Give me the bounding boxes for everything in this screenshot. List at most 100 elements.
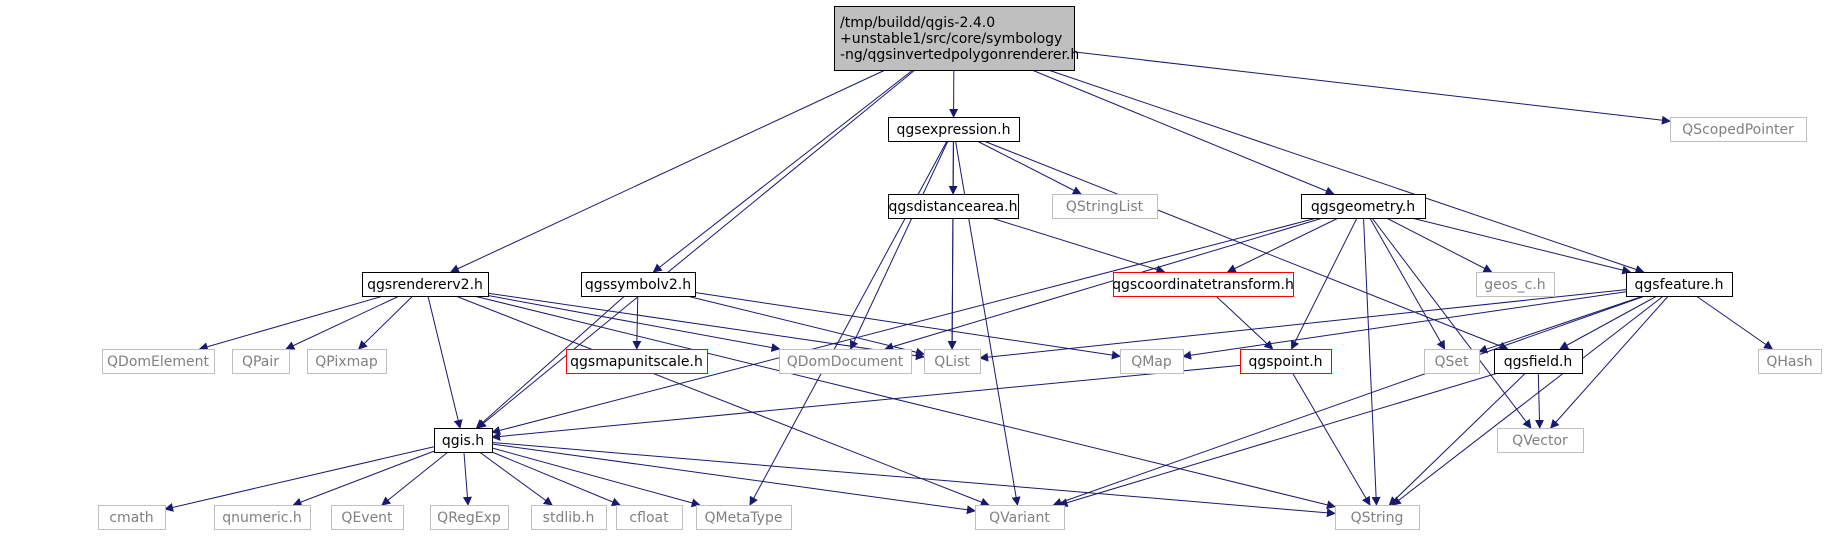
edge-qgsexpression-to-qgsfield <box>983 140 1509 351</box>
node-qgscoordinatetransform[interactable]: qgscoordinatetransform.h <box>1112 272 1294 297</box>
node-qgis[interactable]: qgis.h <box>434 428 493 453</box>
node-label: QPair <box>242 354 279 370</box>
edge-qgsfeature-to-qvector <box>1550 295 1669 429</box>
edge-qgsfeature-to-qstring <box>1391 295 1664 506</box>
edge-qgsfeature-to-qset <box>1478 295 1644 354</box>
node-label: QHash <box>1766 354 1812 370</box>
node-box <box>1494 349 1583 374</box>
edge-qgsgeometry-to-qdomdocument <box>884 217 1324 351</box>
node-label: qgsgeometry.h <box>1311 199 1415 215</box>
node-label: /tmp/buildd/qgis-2.4.0 <box>840 15 995 31</box>
edge-qgssymbolv2-to-qgis <box>475 295 625 429</box>
edge-qgssymbolv2-to-qmap <box>694 292 1121 360</box>
node-qgsmapunitscale[interactable]: qgsmapunitscale.h <box>566 349 708 374</box>
node-label: qgssymbolv2.h <box>585 277 691 293</box>
edge-qgsrendererv2-to-qstring <box>473 295 1336 510</box>
node-label: qgsfield.h <box>1504 354 1573 370</box>
node-qgsfeature[interactable]: qgsfeature.h <box>1626 272 1733 297</box>
node-box <box>1335 505 1420 530</box>
node-box <box>616 505 683 530</box>
node-label: QEvent <box>341 510 393 526</box>
edge-qgis-to-stdlib <box>479 451 553 506</box>
node-label: geos_c.h <box>1484 277 1545 293</box>
node-qgsrendererv2[interactable]: qgsrendererv2.h <box>362 272 489 297</box>
edge-qgis-to-qstring <box>491 441 1336 518</box>
node-cfloat: cfloat <box>616 505 683 530</box>
edge-qgsdistancearea-to-qgscoordinatetransform <box>991 217 1166 274</box>
node-box <box>331 505 404 530</box>
edge-qgis-to-cfloat <box>491 451 621 507</box>
node-box <box>98 505 166 530</box>
node-label: QString <box>1351 510 1404 526</box>
edge-qgsfield-to-qvariant <box>1058 372 1499 507</box>
node-box <box>975 505 1065 530</box>
node-label: qgsrendererv2.h <box>367 277 483 293</box>
node-label: qnumeric.h <box>222 510 302 526</box>
node-label: QVariant <box>989 510 1050 526</box>
node-box <box>1301 194 1426 219</box>
edge-qgsrendererv2-to-qpixmap <box>358 295 414 350</box>
node-qstringlist: QStringList <box>1052 194 1158 219</box>
edge-qgsgeometry-to-qgscoordinatetransform <box>1226 217 1339 273</box>
node-qnumeric: qnumeric.h <box>214 505 311 530</box>
node-label: QRegExp <box>437 510 501 526</box>
node-label: qgscoordinatetransform.h <box>1112 277 1294 293</box>
edge-qgsrendererv2-to-qgis <box>427 295 463 429</box>
node-box <box>1113 272 1294 297</box>
node-qdomelement: QDomElement <box>102 349 215 374</box>
edge-qgssymbolv2-to-qgsmapunitscale <box>632 295 642 350</box>
node-box <box>232 349 290 374</box>
node-qgssymbolv2[interactable]: qgssymbolv2.h <box>581 272 696 297</box>
node-root[interactable]: /tmp/buildd/qgis-2.4.0+unstable1/src/cor… <box>834 6 1080 71</box>
node-box <box>1670 117 1807 142</box>
node-label: qgsmapunitscale.h <box>570 354 703 370</box>
edge-qgis-to-qvariant <box>491 443 976 515</box>
node-qevent: QEvent <box>331 505 404 530</box>
node-qmap: QMap <box>1120 349 1184 374</box>
node-qset: QSet <box>1424 349 1480 374</box>
node-label: +unstable1/src/core/symbology <box>840 31 1062 47</box>
node-label: cfloat <box>629 510 669 526</box>
edge-root-to-qgis <box>476 69 916 429</box>
node-box <box>1240 349 1332 374</box>
node-box <box>1497 428 1584 453</box>
node-geos_c: geos_c.h <box>1476 272 1555 297</box>
node-qgsfield[interactable]: qgsfield.h <box>1494 349 1583 374</box>
edge-qgsfield-to-qvector <box>1534 372 1544 429</box>
node-qregexp: QRegExp <box>430 505 509 530</box>
node-qstring: QString <box>1335 505 1420 530</box>
edge-qgscoordinatetransform-to-qgspoint <box>1215 295 1274 350</box>
node-qgsexpression[interactable]: qgsexpression.h <box>888 117 1020 142</box>
node-box <box>430 505 509 530</box>
node-label: qgspoint.h <box>1248 354 1322 370</box>
node-qgsgeometry[interactable]: qgsgeometry.h <box>1301 194 1426 219</box>
edge-qgspoint-to-qgis <box>491 364 1241 441</box>
node-qhash: QHash <box>1758 349 1822 374</box>
node-box <box>102 349 215 374</box>
node-box <box>566 349 708 374</box>
edge-root-to-qscopedpointer <box>1073 51 1671 125</box>
edge-qgsgeometry-to-geos_c <box>1386 217 1493 273</box>
edge-qgsrendererv2-to-qdomdocument <box>487 295 781 352</box>
edge-qgsexpression-to-qstringlist <box>976 140 1082 195</box>
node-box <box>1424 349 1480 374</box>
node-qvector: QVector <box>1497 428 1584 453</box>
node-box <box>924 349 981 374</box>
node-label: qgsfeature.h <box>1635 277 1724 293</box>
node-label: QMetaType <box>705 510 783 526</box>
edge-qgis-to-qmetatype <box>491 447 701 508</box>
node-qgspoint[interactable]: qgspoint.h <box>1240 349 1332 374</box>
edge-qgsrendererv2-to-qlist <box>487 292 925 361</box>
edge-qgsfeature-to-qvariant <box>1052 295 1646 507</box>
node-label: QScopedPointer <box>1682 122 1794 138</box>
node-label: QVector <box>1512 433 1568 449</box>
node-box <box>1476 272 1555 297</box>
node-label: stdlib.h <box>543 510 595 526</box>
node-label: -ng/qgsinvertedpolygonrenderer.h <box>840 47 1079 63</box>
edge-qgsrendererv2-to-qpair <box>285 295 400 350</box>
node-box <box>779 349 912 374</box>
edge-qgsexpression-to-qdomdocument <box>849 140 949 350</box>
node-qgsdistancearea[interactable]: qgsdistancearea.h <box>888 194 1019 219</box>
edge-qgsfeature-to-qlist <box>979 289 1627 362</box>
